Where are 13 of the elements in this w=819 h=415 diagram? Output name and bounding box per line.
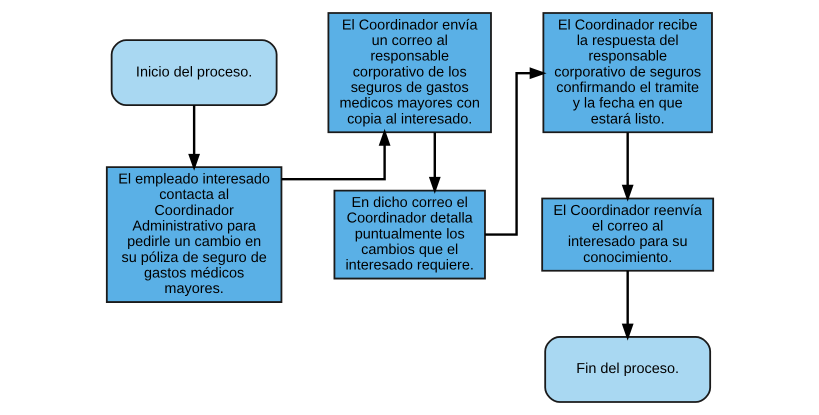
node-box: El empleado interesado contacta al Coordinador Administrativo para pedirle un cambio en su póliza de seguro de gastos médicos mayores. (105, 166, 282, 303)
arrow (621, 270, 634, 341)
node-box: El Coordinador reenvía el correo al interesado para su conocimiento. (540, 198, 714, 272)
node-box: Fin del proceso. (544, 336, 711, 403)
node-box: Inicio del proceso. (110, 39, 278, 106)
node-box: El Coordinador envía un correo al responsable corporativo de los seguros de gastos medicos mayores con copia al interesado. (327, 12, 492, 134)
arrow (621, 132, 634, 202)
arrow (188, 105, 200, 171)
arrow (428, 132, 440, 194)
arrow (281, 128, 390, 180)
node-box: En dicho correo el Coordinador detalla puntualmente los cambios que el interesado requiere. (333, 190, 486, 280)
node-box: El Coordinador recibe la respuesta del responsable corporativo de seguros confirmando el tramite y la fecha en que estará listo. (542, 12, 712, 134)
arrow (484, 67, 546, 236)
